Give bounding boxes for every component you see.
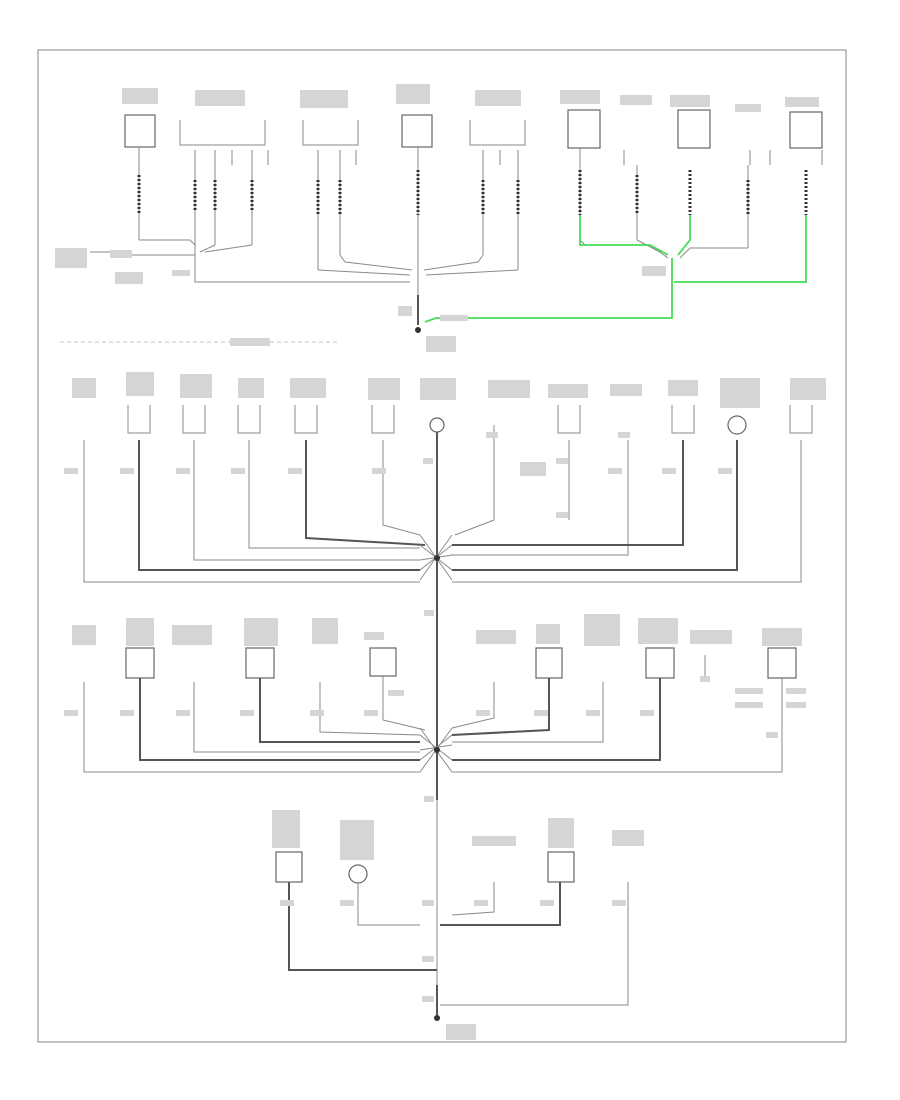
component-box <box>767 647 797 679</box>
component-box <box>677 109 711 149</box>
component-box <box>245 647 275 679</box>
lamp-symbol <box>727 415 747 435</box>
bottom-ground-section <box>272 800 644 1040</box>
top-ground-section <box>55 84 823 352</box>
component-box <box>275 851 303 883</box>
lamp-symbol <box>348 864 368 884</box>
component-box <box>645 647 675 679</box>
splice-point <box>434 747 440 753</box>
component-box <box>547 851 575 883</box>
ground-symbol <box>434 1015 440 1021</box>
component-box <box>124 114 156 148</box>
component-box <box>369 647 397 677</box>
ground-symbol <box>415 327 421 333</box>
middle-ground-section-2 <box>64 600 806 802</box>
splice-point <box>434 555 440 561</box>
diagram-frame <box>37 49 847 1043</box>
component-box <box>535 647 563 679</box>
component-box <box>567 109 601 149</box>
middle-ground-section-1 <box>64 372 826 616</box>
lamp-symbol <box>429 417 445 433</box>
component-box <box>401 114 433 148</box>
component-box <box>125 647 155 679</box>
component-box <box>789 111 823 149</box>
